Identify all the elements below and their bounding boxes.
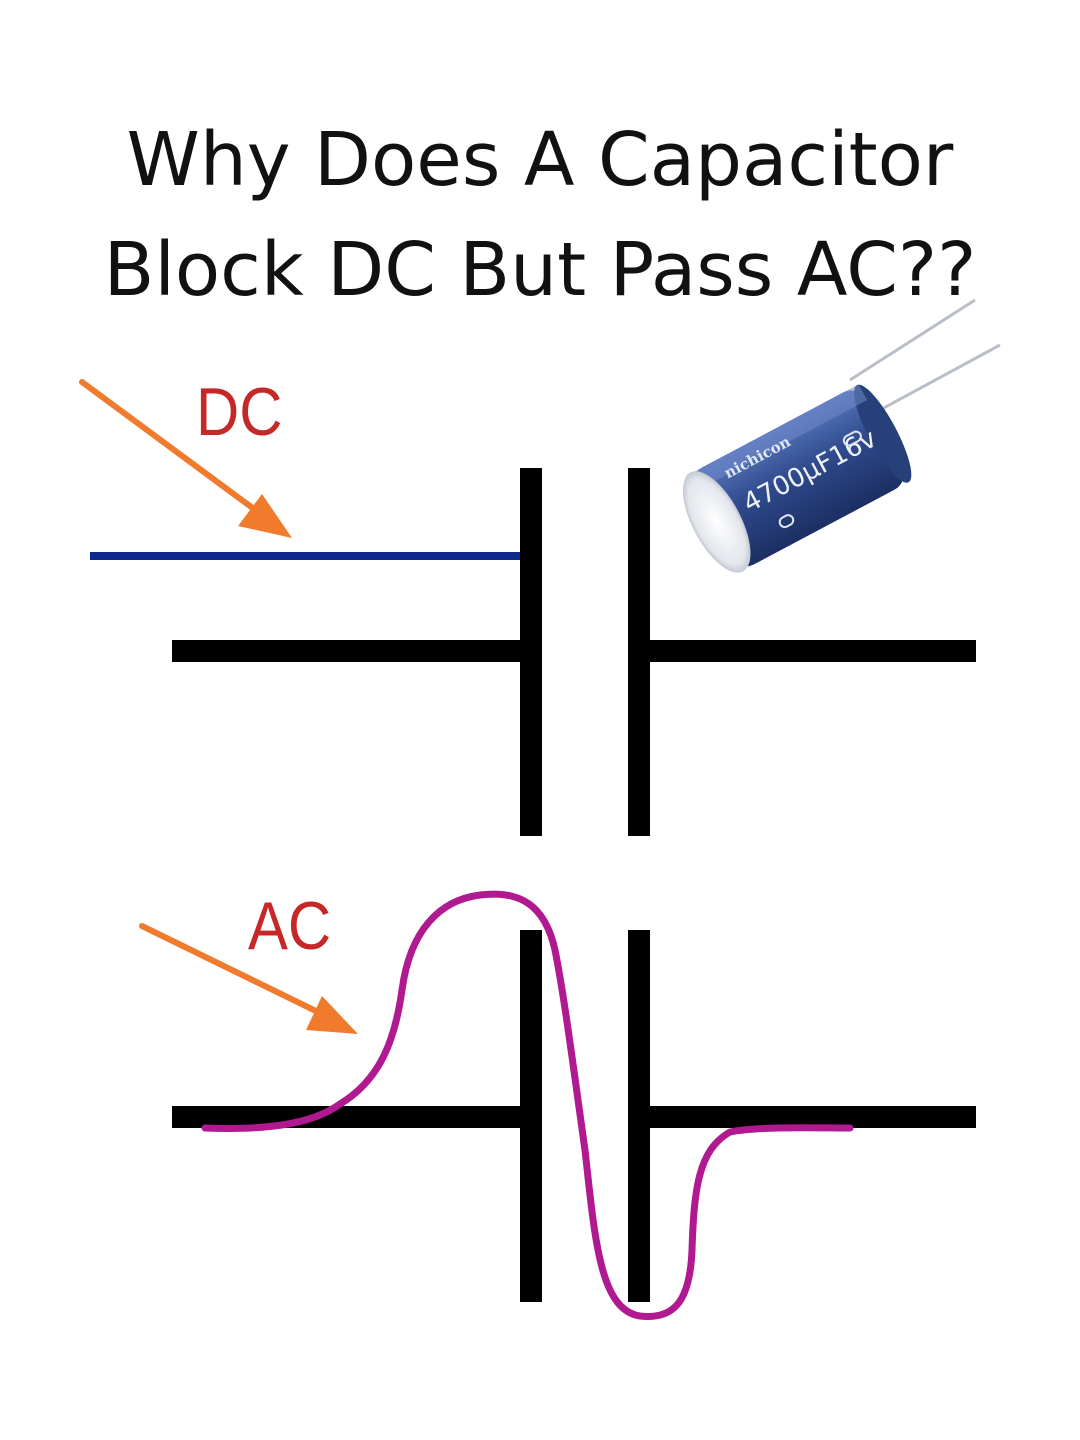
dc-line [90, 552, 520, 560]
bottom-left-plate [520, 930, 542, 1302]
top-right-wire [648, 640, 976, 662]
dc-label: DC [196, 374, 283, 450]
bottom-left-wire [172, 1106, 524, 1128]
ac-label: AC [248, 888, 332, 964]
top-capacitor-symbol [172, 468, 976, 836]
title-line-2: Block DC But Pass AC?? [103, 227, 977, 313]
bottom-right-wire [648, 1106, 976, 1128]
page-title: Why Does A Capacitor Block DC But Pass A… [0, 105, 1080, 325]
bottom-capacitor-symbol [172, 930, 976, 1302]
bottom-right-plate [628, 930, 650, 1302]
title-line-1: Why Does A Capacitor [126, 117, 954, 203]
ac-arrow [139, 923, 358, 1034]
electrolytic-capacitor-image: nichicon 4700μF16v [682, 298, 1001, 573]
ac-wave [201, 890, 854, 1320]
top-left-plate [520, 468, 542, 836]
top-right-plate [628, 468, 650, 836]
top-left-wire [172, 640, 524, 662]
dc-signal [90, 552, 520, 560]
dc-arrow [79, 379, 292, 538]
